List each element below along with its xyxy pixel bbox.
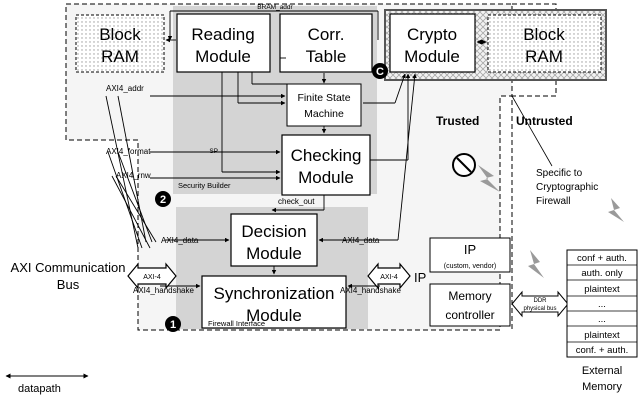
checking-module-line1: Checking [291, 146, 362, 165]
specific-line1: Specific to [536, 168, 583, 179]
marker-2-text: 2 [160, 194, 166, 206]
checking-module-line2: Module [298, 168, 354, 187]
memory-row-4: ... [598, 314, 606, 325]
external-memory-line1: External [582, 365, 622, 377]
specific-pointer [511, 95, 553, 167]
lightning-icon-2 [608, 198, 624, 222]
specific-line3: Firewall [536, 196, 570, 207]
axi4-handshake-left-label: AXI4_handshake [133, 286, 194, 295]
reading-module-line2: Module [195, 47, 251, 66]
specific-line2: Cryptographic [536, 182, 598, 193]
axi-signal-wires [105, 93, 286, 249]
decision-module-line1: Decision [241, 222, 306, 241]
axi4-handshake-right-label: AXI4_handshake [340, 286, 401, 295]
ip-right-label: IP [414, 270, 426, 285]
corr-table-line1: Corr. [308, 25, 345, 44]
check-out-label: check_out [278, 197, 315, 206]
sp-label: SP [209, 148, 218, 155]
crypto-module [389, 13, 476, 73]
block-ram-left-line1: Block [99, 25, 141, 44]
memory-row-0: conf + auth. [577, 253, 627, 264]
reading-module-line1: Reading [191, 25, 254, 44]
ddr-line1: DDR [534, 298, 548, 304]
synchronization-module-line2: Module [246, 306, 302, 325]
block-ram-left-line2: RAM [101, 47, 139, 66]
axi4-data-right-up [397, 73, 417, 241]
ip-box-sub: (custom, vendor) [444, 263, 497, 270]
memory-controller-line2: controller [445, 308, 494, 322]
axi4-data-left-label: AXI4_data [161, 236, 199, 245]
marker-1-text: 1 [170, 319, 176, 331]
ip-box [429, 237, 511, 273]
fsm-line2: Machine [304, 108, 344, 120]
synchronization-module [201, 275, 347, 329]
untrusted-label: Untrusted [516, 114, 573, 128]
external-memory-table [566, 249, 638, 358]
crypto-module-line1: Crypto [407, 25, 457, 44]
marker-c: C [372, 63, 388, 79]
axi4-right-bus-label: AXI-4 [380, 274, 398, 281]
datapath-label: datapath [18, 383, 61, 395]
external-memory-line2: Memory [582, 381, 622, 393]
memory-row-3: ... [598, 299, 606, 310]
memory-row-1: auth. only [581, 268, 622, 279]
marker-2: 2 [155, 191, 171, 207]
trusted-label: Trusted [436, 114, 479, 128]
decision-module [230, 213, 318, 267]
firewall-interface-label: Firewall Interface [208, 319, 265, 328]
block-ram-right-line2: RAM [525, 47, 563, 66]
corr-table-line2: Table [306, 47, 347, 66]
bram-addr-label: BRAM_addr [257, 4, 293, 11]
axi4-data-right-label: AXI4_data [342, 236, 380, 245]
untrusted-region [511, 3, 557, 330]
marker-1: 1 [165, 316, 181, 332]
axi4-rnw-label: AXI4_rnw [116, 171, 151, 180]
decision-module-line2: Module [246, 244, 302, 263]
axi-bus-line2: Bus [57, 277, 80, 292]
block-ram-right [487, 14, 602, 73]
axi4-right-bus-arrow [367, 262, 411, 290]
memory-controller-line1: Memory [448, 289, 491, 303]
ip-box-label: IP [464, 242, 476, 257]
security-builder-label: Security Builder [178, 181, 231, 190]
axi4-left-bus-label: AXI-4 [143, 274, 161, 281]
axi4-left-bus-arrow [127, 262, 177, 290]
memory-row-6: conf. + auth. [576, 345, 629, 356]
reading-module [176, 13, 271, 73]
axi4-addr-label: AXI4_addr [106, 84, 144, 93]
ddr-line2: physical bus [523, 306, 556, 312]
crypto-module-line2: Module [404, 47, 460, 66]
synchronization-module-line1: Synchronization [214, 284, 335, 303]
lightning-icon-3 [528, 250, 544, 278]
block-ram-left [75, 14, 165, 73]
axi4-format-label: AXI4_format [106, 147, 151, 156]
memory-row-2: plaintext [584, 284, 620, 295]
marker-c-text: C [376, 66, 384, 78]
lightning-icon-1 [478, 165, 500, 192]
block-ram-right-line1: Block [523, 25, 565, 44]
fsm-box [286, 83, 362, 127]
axi-bus-line1: AXI Communication [11, 260, 126, 275]
memory-controller-box [429, 283, 511, 327]
memory-row-5: plaintext [584, 330, 620, 341]
corr-table [279, 13, 373, 73]
fsm-line1: Finite State [297, 92, 350, 104]
ddr-bus-arrow [511, 290, 569, 318]
no-entry-icon [452, 153, 476, 177]
checking-module [281, 134, 371, 196]
